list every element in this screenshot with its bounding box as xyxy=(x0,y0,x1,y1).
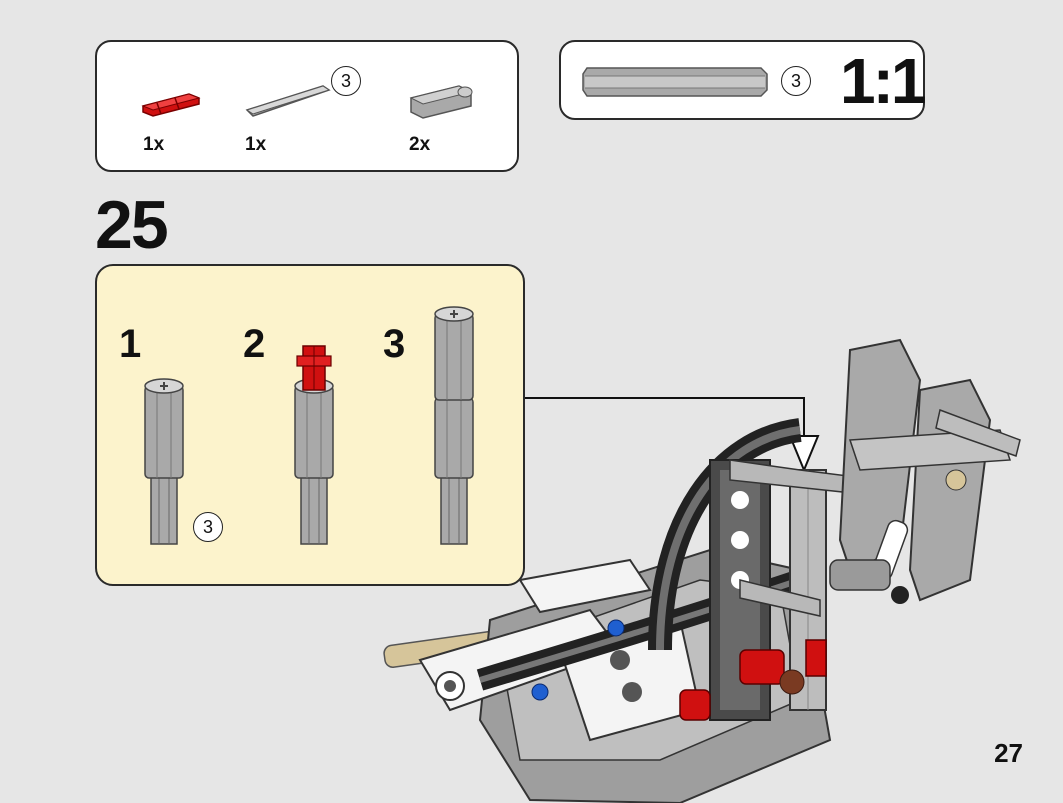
substep-number: 1 xyxy=(119,322,142,366)
length-indicator: 3 xyxy=(193,512,223,542)
substep-number: 3 xyxy=(383,322,406,366)
substep-number: 2 xyxy=(243,322,266,366)
substep-2-illustration xyxy=(294,345,334,545)
parts-list-panel: 1x 1x 3 2x xyxy=(95,40,519,172)
part-quantity: 1x xyxy=(245,134,267,155)
step-number: 25 xyxy=(95,187,169,263)
scale-panel: 3 xyxy=(559,40,925,120)
length-indicator: 3 xyxy=(781,66,811,96)
subassembly-callout: 1 2 3 3 xyxy=(95,264,525,586)
model-assembly-illustration xyxy=(383,338,1021,803)
axle-scale-icon xyxy=(582,67,768,97)
grey-axle-connector-icon xyxy=(409,85,473,119)
scale-ratio: 1:1 xyxy=(840,45,926,117)
substep-1-illustration xyxy=(144,378,184,545)
length-indicator: 3 xyxy=(331,66,361,96)
part-quantity: 1x xyxy=(143,134,165,155)
page-number: 27 xyxy=(994,738,1023,768)
red-axle-connector-icon xyxy=(141,93,201,117)
substep-3-illustration xyxy=(434,306,474,545)
part-quantity: 2x xyxy=(409,134,431,155)
grey-axle-3-icon xyxy=(245,85,331,117)
